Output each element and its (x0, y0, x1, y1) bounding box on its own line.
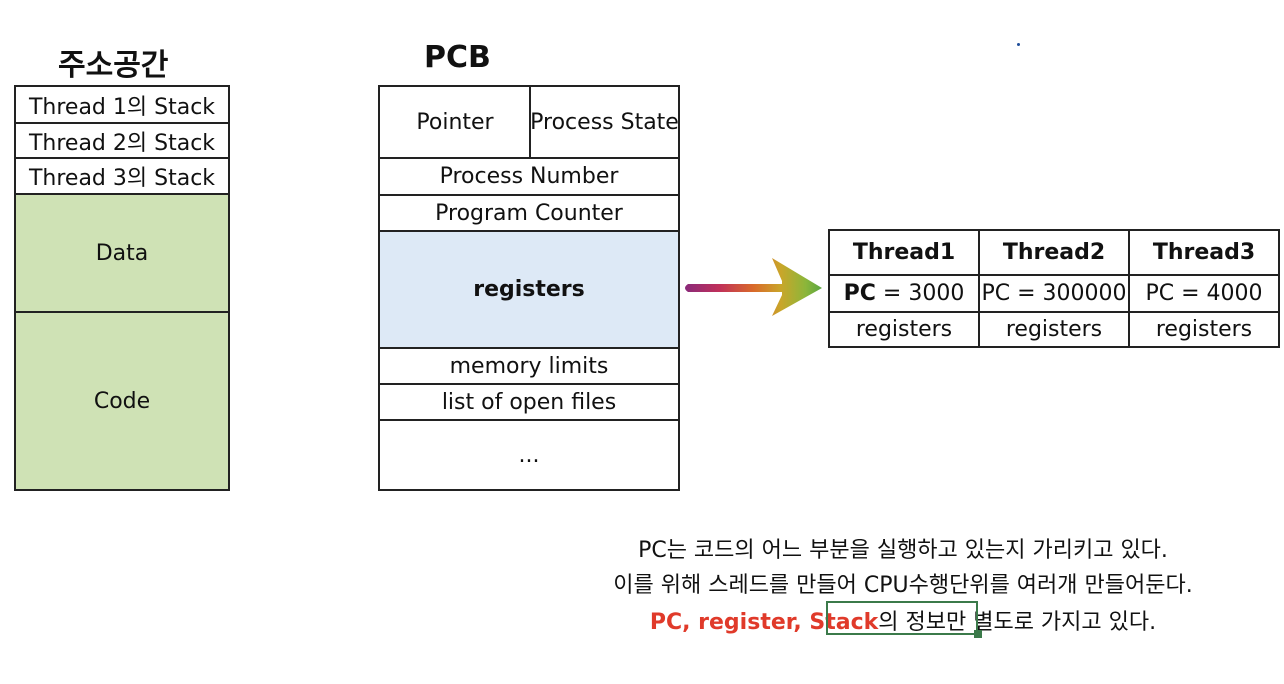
thread1-stack: Thread 1의 Stack (28, 95, 216, 120)
thread1-header: Thread1 (852, 240, 956, 265)
selection-handle (974, 630, 982, 638)
data-segment: Data (16, 195, 228, 312)
note-line-3: PC, register, Stack의 정보만 별도로 가지고 있다. (553, 604, 1253, 636)
code-segment: Code (16, 313, 228, 489)
thread2-pc: PC = 300000 (981, 281, 1127, 306)
thread1-pc: PC = 3000 (830, 276, 978, 311)
note-line-3-rest: 의 정보만 별도로 가지고 있다. (878, 610, 1157, 635)
thread2-header: Thread2 (1002, 240, 1106, 265)
address-space-title: 주소공간 (58, 48, 169, 83)
pcb-diagram: Pointer Process State Process Number Pro… (378, 85, 680, 491)
address-space-diagram: Thread 1의 Stack Thread 2의 Stack Thread 3… (14, 85, 230, 491)
thread3-registers: registers (1155, 317, 1253, 342)
pc-label: PC (843, 281, 876, 306)
pcb-registers: registers (380, 232, 678, 347)
thread3-pc: PC = 4000 (1145, 281, 1263, 306)
decorative-dot (1017, 43, 1020, 46)
rainbow-arrow-icon (685, 258, 822, 316)
pcb-memory-limits: memory limits (449, 353, 609, 379)
thread2-registers: registers (1005, 317, 1103, 342)
pcb-pointer: Pointer (416, 109, 494, 135)
pcb-ellipsis: ... (518, 442, 540, 468)
pcb-title: PCB (424, 40, 491, 75)
pcb-process-number: Process Number (439, 164, 619, 189)
pcb-process-state: Process State (531, 109, 678, 135)
thread1-pc-value: = 3000 (882, 281, 965, 306)
pcb-open-files: list of open files (441, 389, 617, 415)
thread3-stack: Thread 3의 Stack (28, 166, 216, 191)
thread1-registers: registers (855, 317, 953, 342)
note-line-1: PC는 코드의 어느 부분을 실행하고 있는지 가리키고 있다. (638, 538, 1168, 563)
thread3-header: Thread3 (1152, 240, 1256, 265)
pcb-program-counter: Program Counter (435, 200, 623, 226)
thread-table: Thread1 Thread2 Thread3 PC = 3000 PC = 3… (828, 229, 1280, 348)
selection-box (826, 601, 978, 635)
note-line-2: 이를 위해 스레드를 만들어 CPU수행단위를 여러개 만들어둔다. (613, 573, 1193, 598)
thread2-stack: Thread 2의 Stack (28, 130, 216, 156)
note-highlight: PC, register, Stack (649, 610, 879, 635)
